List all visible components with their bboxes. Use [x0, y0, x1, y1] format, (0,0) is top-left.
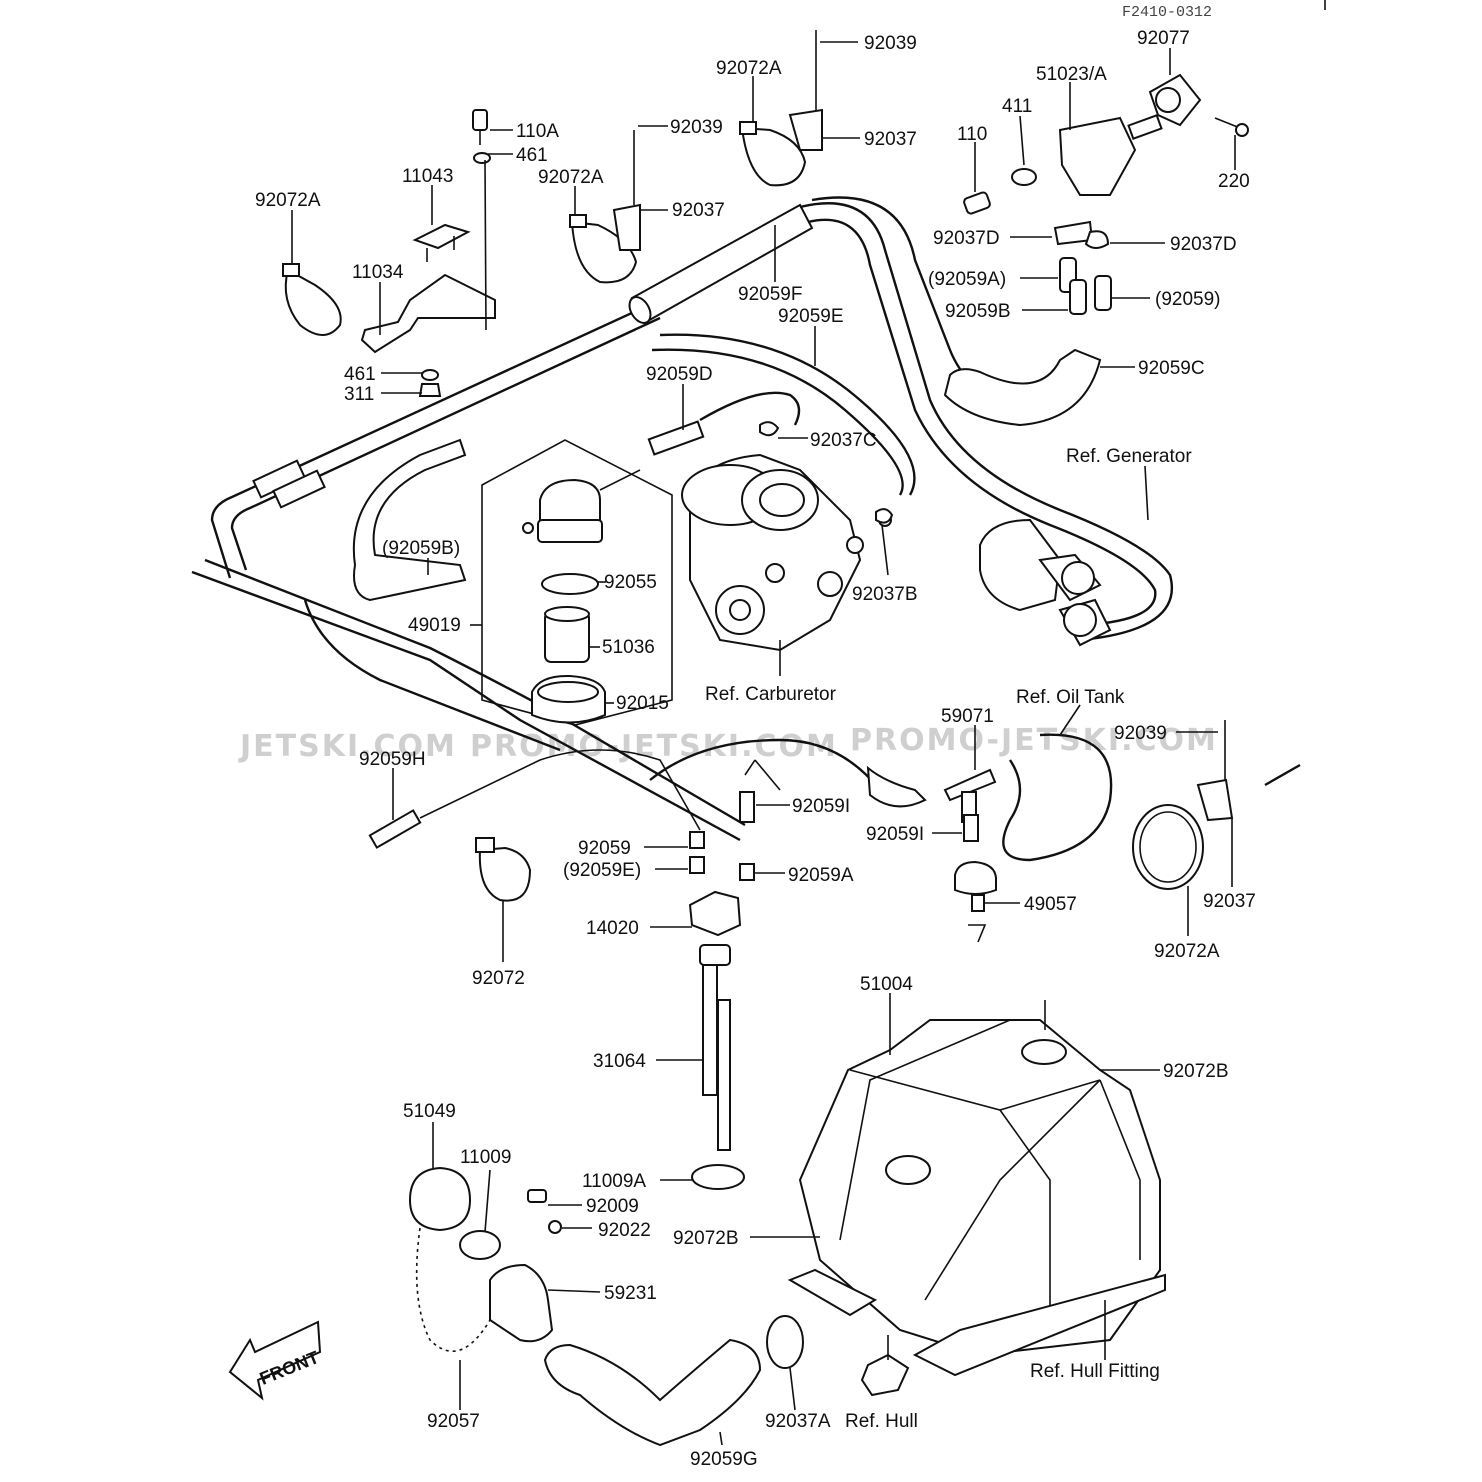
label-92037-c: 92037 — [1203, 891, 1256, 912]
label-92057: 92057 — [427, 1411, 480, 1432]
label-92072b-b: 92072B — [673, 1228, 739, 1249]
label-92059g: 92059G — [690, 1449, 758, 1470]
label-11043: 11043 — [402, 166, 453, 187]
label-51049: 51049 — [403, 1101, 456, 1122]
label-92072a: 92072A — [255, 190, 321, 211]
label-59231: 59231 — [604, 1283, 657, 1304]
label-14020: 14020 — [586, 918, 639, 939]
label-461-b: 461 — [344, 364, 376, 385]
label-92039: 92039 — [670, 117, 723, 138]
label-92009: 92009 — [586, 1196, 639, 1217]
label-92059b: 92059B — [945, 301, 1011, 322]
label-11009a: 11009A — [582, 1171, 646, 1192]
label-92059i-b: 92059I — [866, 824, 924, 845]
label-92059a: 92059A — [788, 865, 854, 886]
label-92059e-paren: (92059E) — [563, 860, 641, 881]
label-ref-hull: Ref. Hull — [845, 1411, 918, 1432]
watermark-3: PROMO-JETSKI.COM — [850, 723, 1218, 758]
label-92037: 92037 — [672, 200, 725, 221]
label-ref-hull-fitting: Ref. Hull Fitting — [1030, 1361, 1160, 1382]
label-92037: 92037 — [864, 129, 917, 150]
label-ref-oil-tank: Ref. Oil Tank — [1016, 687, 1125, 708]
label-11034: 11034 — [352, 262, 404, 283]
label-92072a-d: 92072A — [1154, 941, 1220, 962]
label-11009: 11009 — [460, 1147, 511, 1168]
label-92059h: 92059H — [359, 749, 426, 770]
label-311: 311 — [344, 384, 374, 405]
label-49057: 49057 — [1024, 894, 1077, 915]
label-92037a: 92037A — [765, 1411, 831, 1432]
label-92059e: 92059E — [778, 306, 844, 327]
label-92055: 92055 — [604, 572, 657, 593]
label-ref-generator: Ref. Generator — [1066, 446, 1192, 467]
label-92072: 92072 — [472, 968, 525, 989]
label-92039-c: 92039 — [1114, 723, 1167, 744]
generator — [979, 518, 1112, 647]
label-92059-paren: (92059) — [1155, 289, 1221, 310]
label-ref-carburetor: Ref. Carburetor — [705, 684, 837, 705]
label-92037d: 92037D — [933, 228, 1000, 249]
label-31064: 31064 — [593, 1051, 646, 1072]
label-110a: 110A — [516, 121, 559, 142]
label-51036: 51036 — [602, 637, 655, 658]
fuel-tank — [787, 1019, 1166, 1397]
part-labels: 92039 92077 92072A 51023/A 110A 461 9203… — [255, 28, 1256, 1470]
filler-assembly — [408, 1166, 762, 1447]
bracket-11034 — [360, 109, 496, 397]
front-arrow: FRONT — [228, 1320, 322, 1401]
label-49019: 49019 — [408, 615, 461, 636]
label-92039: 92039 — [864, 33, 917, 54]
label-92059: 92059 — [578, 838, 631, 859]
label-92059d: 92059D — [646, 364, 713, 385]
label-92072b: 92072B — [1163, 1061, 1229, 1082]
label-92037d: 92037D — [1170, 234, 1237, 255]
label-92022: 92022 — [598, 1220, 651, 1241]
carburetor — [681, 453, 892, 652]
label-51004: 51004 — [860, 974, 913, 995]
clamps — [282, 30, 1234, 1369]
label-461: 461 — [516, 145, 548, 166]
fuel-valve — [963, 73, 1249, 315]
fuel-pickup — [688, 890, 745, 1190]
label-92077: 92077 — [1137, 28, 1190, 49]
label-411: 411 — [1002, 96, 1032, 117]
oil-line-parts — [689, 768, 997, 912]
label-59071: 59071 — [941, 706, 994, 727]
label-92059i: 92059I — [792, 796, 850, 817]
label-51023a: 51023/A — [1036, 64, 1107, 85]
fuel-strainer-assembly — [481, 439, 673, 726]
label-92072a: 92072A — [716, 58, 782, 79]
label-92072a: 92072A — [538, 167, 604, 188]
label-92059a-paren: (92059A) — [928, 269, 1006, 290]
label-92037b: 92037B — [852, 584, 918, 605]
label-92059c: 92059C — [1138, 358, 1205, 379]
drawing-code: F2410-0312 — [1122, 4, 1212, 21]
label-92059f: 92059F — [738, 284, 802, 305]
label-92015: 92015 — [616, 693, 669, 714]
leader-lines — [291, 41, 1236, 1446]
label-110: 110 — [957, 124, 987, 145]
label-92059b-paren: (92059B) — [382, 538, 460, 559]
watermark-1: JETSKI.COM — [238, 729, 457, 764]
label-92037c: 92037C — [810, 430, 877, 451]
label-220: 220 — [1218, 171, 1250, 192]
